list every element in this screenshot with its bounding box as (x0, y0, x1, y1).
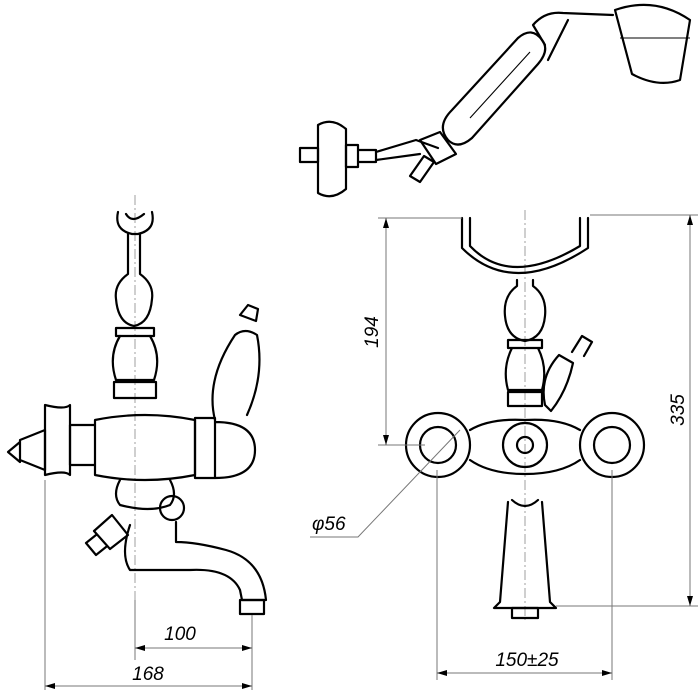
dimension-lines (44, 214, 698, 690)
dimension-labels: 100 168 150±25 φ56 194 335 (132, 316, 689, 685)
dim-handle-diameter: φ56 (312, 514, 346, 535)
hand-shower-view (298, 3, 692, 198)
dim-hook-height: 194 (362, 316, 383, 348)
dim-center-distance: 150±25 (495, 650, 559, 671)
dim-total-height: 335 (668, 394, 689, 426)
side-view (6, 195, 268, 640)
dim-spout-projection: 100 (164, 624, 196, 645)
dim-total-projection: 168 (132, 664, 164, 685)
front-view (404, 210, 646, 620)
